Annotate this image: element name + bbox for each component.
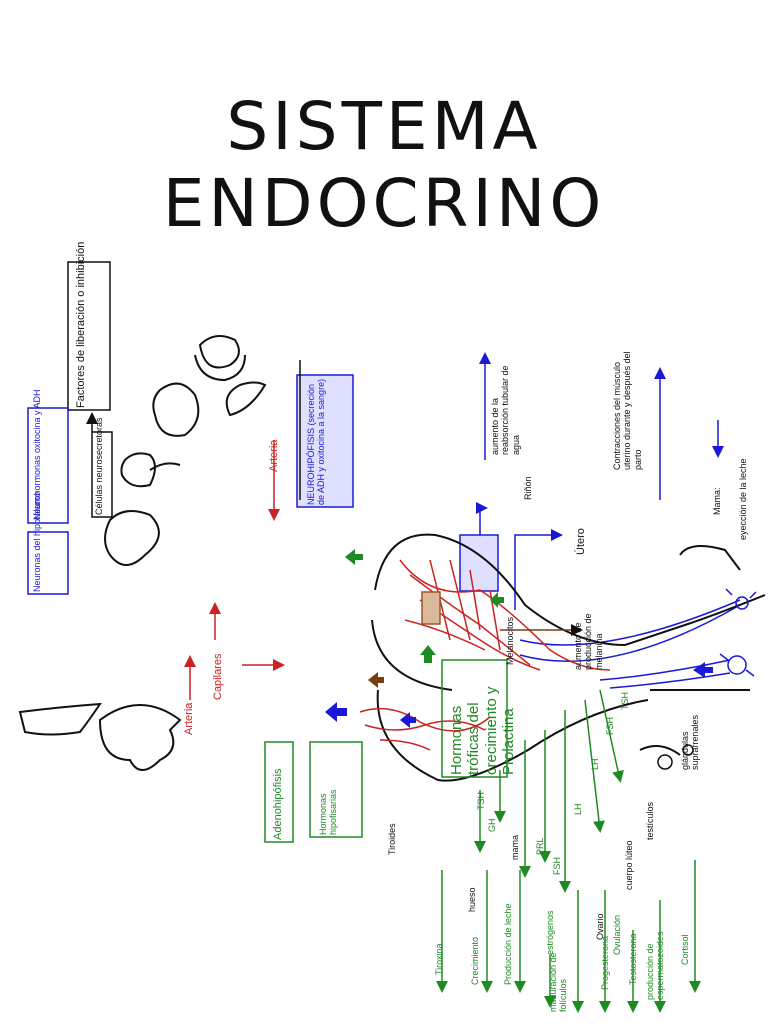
vascular-plexus (359, 559, 611, 751)
hormonas-troficas-label: Hormonas tróficas del crecimiento y Prol… (448, 686, 517, 775)
rinon-label: Riñón (523, 476, 533, 500)
neurohipofisis-label: NEUROHIPÓFISIS (secreción de ADH y oxito… (306, 378, 327, 505)
connector-lines (67, 261, 113, 518)
estrogenos-label: estrógenos (545, 910, 555, 955)
produccion-espermatozoides-label: producción de espermatozoides (645, 931, 666, 1000)
ovulacion-label: Ovulación (612, 914, 622, 955)
lh-label: LH (573, 803, 583, 815)
testiculos-label: testículos (645, 801, 655, 840)
utero-label: Útero (575, 528, 587, 555)
pituitary-outline (371, 533, 766, 782)
capilares-label: Capilares (212, 653, 224, 700)
melanina-label: aumento de producción de melanina (573, 613, 604, 670)
maduracion-label: maduración de folículos (548, 952, 569, 1012)
mama-bottom-label: mama (510, 834, 520, 860)
suprarrenales-label: glándulas suprarrenales (680, 714, 701, 770)
gh-label: GH (487, 818, 497, 833)
eyeccion-label: eyección de la leche (738, 458, 748, 540)
colored-arrows (325, 549, 713, 728)
fsh-label: FSH (552, 857, 562, 875)
arteria-bottom-label: Arteria (183, 702, 195, 735)
tsh-label: TSH (476, 792, 486, 810)
prl-label: PRL (535, 837, 545, 855)
progesterona-label: Progesterona (600, 935, 610, 990)
cuerpo-luteo-label: cuerpo lúteo (624, 840, 634, 890)
tsh2-label: TSH (620, 692, 630, 710)
crecimiento-label: Crecimiento (470, 936, 480, 985)
tiroxina-label: Tiroxina (434, 943, 444, 975)
hueso-label: hueso (467, 887, 477, 912)
produccion-leche-label: Producción de leche (503, 903, 513, 985)
factores-label: Factores de liberación o inhibición (75, 241, 87, 408)
adenohipofisis-label: Adenohipófisis (272, 768, 284, 840)
cortisol-label: Cortisol (680, 934, 690, 965)
melanocitos-label: Melanocitos (505, 616, 515, 665)
neuronas-label: Neuronas del hipotálamo (32, 491, 42, 592)
tiroides-label: Tiroides (387, 823, 397, 855)
testosterona-label: Testosterona (628, 933, 638, 985)
fsh2-label: FSH (605, 717, 615, 735)
contracciones-label: Contracciones del músculo uterino durant… (612, 351, 643, 470)
mama-top-label: Mama: (712, 487, 722, 515)
hormonas-hipofisarias-label: Hormonas hipofisarias (318, 789, 339, 835)
organ-sketches (18, 335, 267, 771)
reabsorcion-label: aumento de la reabsorción tubular de agu… (490, 365, 521, 455)
celulas-label: Células neurosecretoras (94, 417, 104, 515)
lh2-label: LH (590, 758, 600, 770)
page-title: SISTEMA ENDOCRINO (162, 88, 606, 242)
arteria-top-label: Arteria (268, 439, 280, 472)
